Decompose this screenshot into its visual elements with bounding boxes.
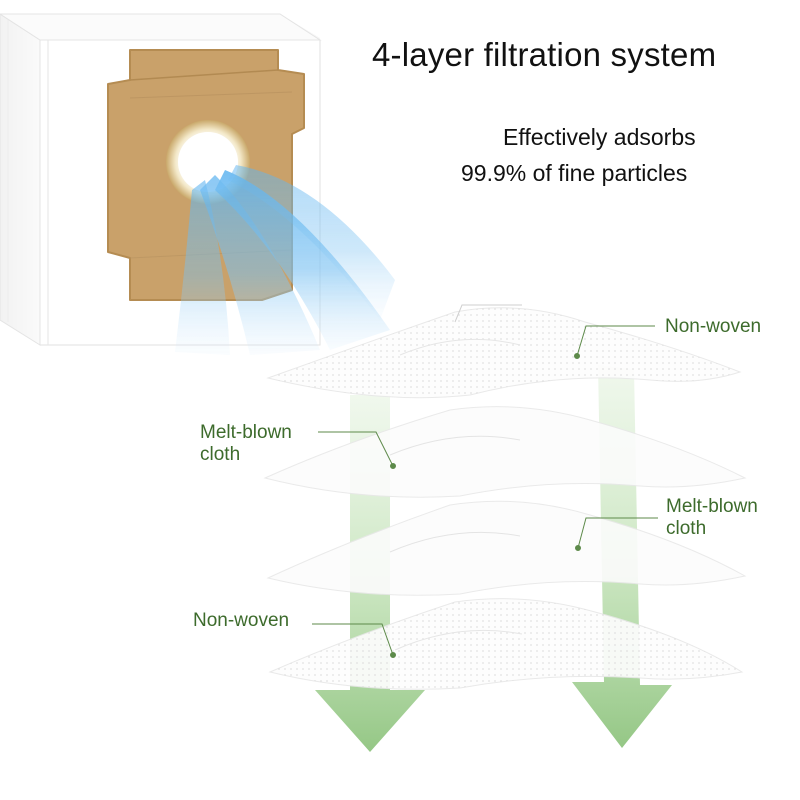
filter-layer-icon [268, 598, 744, 690]
layer-label-2-line-2: cloth [200, 444, 241, 465]
layer-label-2: Melt-blown cloth [200, 422, 292, 466]
filter-layer-icon [266, 307, 742, 399]
subtitle-line-1: Effectively adsorbs [503, 124, 696, 150]
leader-lines [312, 325, 658, 658]
layer-label-1: Non-woven [665, 316, 761, 338]
layer-label-4: Non-woven [193, 610, 289, 632]
layer-label-2-line-1: Melt-blown [200, 422, 292, 443]
layer-label-3-line-2: cloth [666, 518, 707, 539]
layer-label-4-line-1: Non-woven [193, 610, 290, 631]
filter-layer-icon [266, 500, 747, 596]
airflow-icon [175, 165, 395, 355]
subtitle-line-2: 99.9% of fine particles [461, 160, 688, 186]
layer-label-1-line-1: Non-woven [665, 316, 762, 337]
layer-label-3: Melt-blown cloth [666, 496, 758, 540]
page-title: 4-layer filtration system [372, 36, 717, 73]
layer-label-3-line-1: Melt-blown [666, 496, 758, 517]
filter-layer-icon [263, 406, 747, 498]
